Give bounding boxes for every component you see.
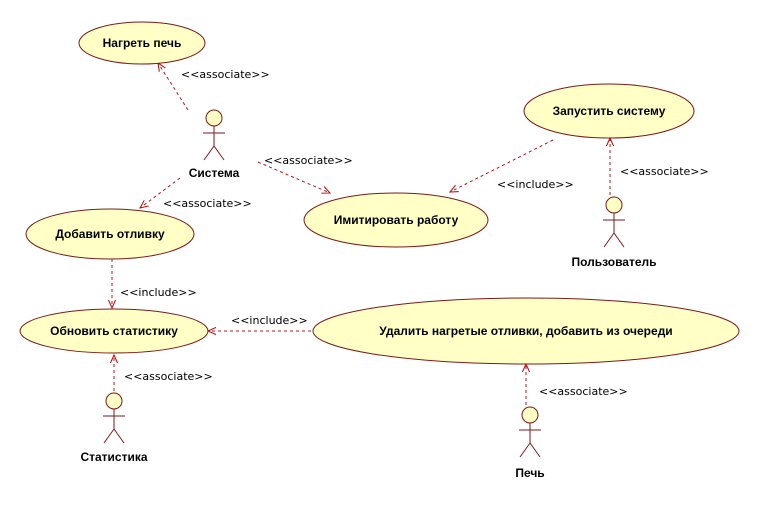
usecase-remove-heated[interactable]: Удалить нагретые отливки, добавить из оч…	[312, 297, 740, 365]
stick-figure-icon	[519, 406, 541, 458]
relation-start-simulate[interactable]	[450, 139, 554, 192]
actor-label: Пользователь	[571, 255, 656, 269]
usecase-label: Добавить отливку	[55, 227, 165, 241]
stereotype-label: <<include>>	[231, 314, 308, 327]
relation-system-add[interactable]	[140, 177, 181, 208]
actor-user[interactable]: Пользователь	[571, 196, 657, 269]
stereotype-label: <<include>>	[497, 178, 574, 191]
usecase-simulate-work[interactable]: Имитировать работу	[303, 192, 489, 248]
actor-system[interactable]: Система	[189, 109, 240, 180]
usecase-label: Имитировать работу	[334, 213, 459, 227]
usecase-label: Запустить систему	[553, 104, 666, 118]
stereotype-label: <<associate>>	[264, 154, 353, 167]
usecase-start-system[interactable]: Запустить систему	[523, 83, 695, 139]
relation-system-simulate[interactable]	[257, 161, 330, 193]
stick-figure-icon	[603, 196, 625, 248]
usecase-label: Удалить нагретые отливки, добавить из оч…	[379, 324, 672, 338]
actor-label: Система	[189, 166, 240, 180]
usecase-add-casting[interactable]: Добавить отливку	[25, 208, 195, 260]
actor-oven[interactable]: Печь	[515, 406, 545, 480]
actor-statistics[interactable]: Статистика	[80, 392, 148, 464]
usecase-heat-oven[interactable]: Нагреть печь	[78, 21, 206, 65]
actor-label: Печь	[515, 466, 544, 480]
actor-label: Статистика	[80, 450, 147, 464]
stereotype-label: <<associate>>	[620, 165, 709, 178]
stereotype-label: <<associate>>	[539, 385, 628, 398]
usecase-label: Нагреть печь	[103, 36, 182, 50]
stereotype-label: <<associate>>	[124, 370, 213, 383]
stereotype-label: <<associate>>	[163, 197, 252, 210]
stereotype-label: <<associate>>	[181, 68, 270, 81]
stick-figure-icon	[103, 392, 125, 444]
usecase-update-statistics[interactable]: Обновить статистику	[19, 308, 209, 354]
usecase-label: Обновить статистику	[50, 324, 178, 338]
stick-figure-icon	[203, 109, 225, 161]
stereotype-label: <<include>>	[120, 286, 197, 299]
